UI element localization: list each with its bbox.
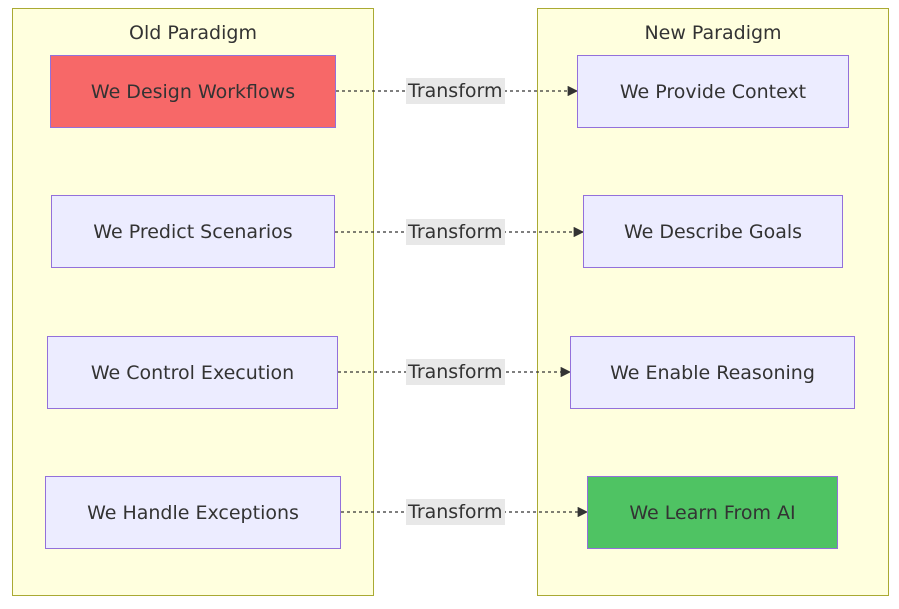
node-enable-reasoning: We Enable Reasoning [570,336,855,409]
node-label: We Predict Scenarios [93,220,293,243]
node-handle-exceptions: We Handle Exceptions [45,476,341,549]
old-paradigm-title: Old Paradigm [129,22,257,44]
node-predict-scenarios: We Predict Scenarios [51,195,335,268]
node-label: We Learn From AI [629,501,796,524]
node-label: We Enable Reasoning [610,361,815,384]
node-label: We Provide Context [619,80,807,103]
node-control-execution: We Control Execution [47,336,338,409]
node-label: We Handle Exceptions [87,501,299,524]
node-learn-from-ai: We Learn From AI [587,476,838,549]
node-provide-context: We Provide Context [577,55,849,128]
edge-label-3: Transform [406,359,505,385]
node-label: We Control Execution [90,361,295,384]
edge-label-1: Transform [406,78,505,104]
node-describe-goals: We Describe Goals [583,195,843,268]
node-label: We Describe Goals [623,220,803,243]
node-label: We Design Workflows [90,80,296,103]
edge-label-4: Transform [406,499,505,525]
node-design-workflows: We Design Workflows [50,55,336,128]
edge-label-2: Transform [406,219,505,245]
new-paradigm-title: New Paradigm [644,22,782,44]
